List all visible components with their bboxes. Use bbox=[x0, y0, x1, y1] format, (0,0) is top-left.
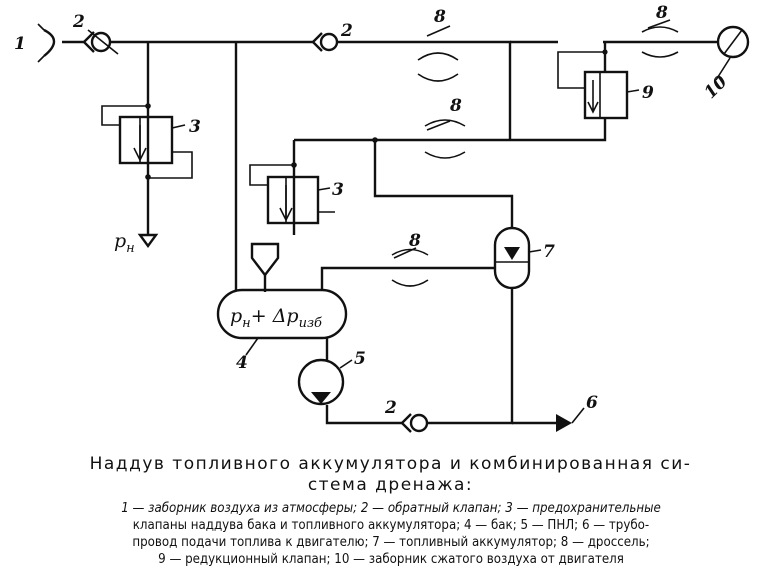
engine-air-intake: 10 bbox=[701, 25, 750, 103]
legend-line-1: 1 — заборник воздуха из атмосферы; 2 — о… bbox=[121, 501, 661, 516]
svg-text:5: 5 bbox=[354, 349, 366, 369]
fuel-accumulator: 7 bbox=[493, 226, 555, 290]
svg-text:10: 10 bbox=[701, 72, 732, 103]
svg-text:7: 7 bbox=[543, 242, 555, 262]
svg-text:8: 8 bbox=[655, 3, 668, 23]
figure-title: Наддув топливного аккумулятора и комбини… bbox=[0, 454, 781, 496]
svg-text:4: 4 bbox=[236, 353, 248, 373]
svg-text:8: 8 bbox=[408, 231, 421, 251]
check-valve-left: 2 bbox=[72, 12, 119, 55]
svg-text:2: 2 bbox=[384, 398, 397, 418]
pump: 5 bbox=[297, 338, 366, 406]
throttle-top-right: 8 bbox=[641, 3, 679, 58]
check-valve-top: 2 bbox=[312, 21, 353, 52]
check-valve-bottom: 2 bbox=[384, 398, 429, 433]
legend-line-3: провод подачи топлива к двигателю; 7 — т… bbox=[132, 535, 650, 550]
figure-legend: 1 — заборник воздуха из атмосферы; 2 — о… bbox=[6, 500, 776, 568]
svg-text:2: 2 bbox=[72, 12, 85, 32]
legend-line-2: клапаны наддува бака и топливного аккуму… bbox=[132, 518, 650, 533]
throttle-mid: 8 bbox=[424, 96, 466, 159]
figure-title-line-2: стема дренажа: bbox=[307, 475, 474, 495]
svg-text:8: 8 bbox=[433, 7, 446, 27]
reducing-valve: 9 bbox=[557, 42, 654, 120]
pipelines bbox=[62, 40, 717, 425]
svg-text:pн+ Δpизб: pн+ Δpизб bbox=[230, 305, 322, 331]
svg-text:3: 3 bbox=[332, 180, 344, 200]
tank: pн+ Δpизб 4 bbox=[216, 242, 348, 373]
svg-text:pн: pн bbox=[114, 230, 135, 256]
legend-line-4: 9 — редукционный клапан; 10 — заборник с… bbox=[158, 552, 624, 567]
throttle-low: 8 bbox=[391, 231, 429, 287]
svg-text:2: 2 bbox=[340, 21, 353, 41]
relief-valve-mid: 3 bbox=[249, 137, 378, 225]
svg-text:6: 6 bbox=[586, 393, 598, 413]
fuel-line-arrow: 6 bbox=[556, 393, 598, 432]
svg-text:8: 8 bbox=[449, 96, 462, 116]
throttle-top-mid: 8 bbox=[417, 7, 459, 82]
svg-text:9: 9 bbox=[642, 83, 654, 103]
pneumatic-scheme: 1 2 2 2 3 pн bbox=[14, 3, 750, 433]
atmospheric-intake: 1 bbox=[14, 23, 56, 63]
svg-text:1: 1 bbox=[14, 34, 26, 54]
svg-text:3: 3 bbox=[189, 117, 201, 137]
figure-title-line-1: Наддув топливного аккумулятора и комбини… bbox=[89, 454, 692, 474]
relief-valve-top: 3 pн bbox=[101, 103, 201, 256]
